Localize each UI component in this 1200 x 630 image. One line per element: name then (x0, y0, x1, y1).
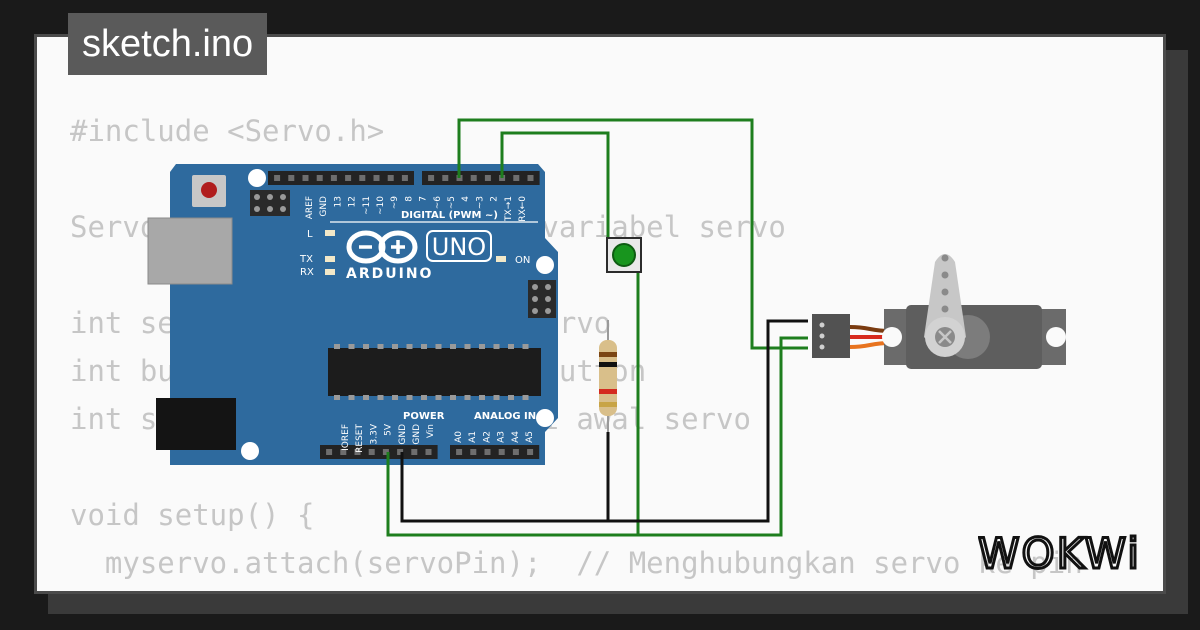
wires (386, 118, 808, 537)
pin-label: 7 (419, 196, 429, 202)
power-pin-labels: IOREF RESET 3.3V 5V GND GND Vin (341, 423, 436, 453)
led-label-l: L (307, 229, 313, 240)
pin-label: 13 (333, 196, 343, 207)
wire-5v-to-servo[interactable] (386, 336, 808, 537)
pin-label: 8 (404, 196, 414, 202)
servo-motor[interactable] (812, 254, 1066, 369)
pin-label: ~3 (475, 196, 485, 209)
power-header (320, 445, 438, 459)
resistor-band (599, 352, 617, 357)
arduino-logo (346, 230, 418, 264)
pin-label: GND (319, 196, 329, 217)
pin-label: 3.3V (369, 423, 379, 444)
power-header-label: POWER (403, 411, 445, 422)
servo-mount-hole (1046, 327, 1066, 347)
led-label-rx: RX (300, 267, 314, 278)
pin-label: 4 (461, 196, 471, 202)
reset-button-cap (201, 182, 217, 198)
pin-label: 2 (490, 196, 500, 202)
pin-label: A2 (482, 431, 492, 443)
pin-label: ~5 (447, 196, 457, 209)
icsp-header-2 (528, 280, 556, 318)
pin-label: A1 (468, 431, 478, 443)
pin-label: ~11 (362, 196, 372, 215)
wokwi-logo: WOKWi (978, 528, 1141, 580)
pin-label: IOREF (341, 424, 351, 451)
file-tab[interactable]: sketch.ino (68, 13, 268, 75)
mounting-hole (536, 409, 554, 427)
digital-header-label: DIGITAL (PWM ~) (401, 210, 498, 221)
svg-text:WOKWi: WOKWi (978, 529, 1141, 578)
resistor-body (599, 340, 617, 416)
digital-header-right (422, 171, 540, 185)
servo-mount-hole (882, 327, 902, 347)
pin-label: 5V (384, 423, 394, 436)
pin-label: A4 (511, 431, 521, 443)
pin-label: GND (398, 424, 408, 445)
code-line: void setup() { (70, 498, 315, 532)
led-l (325, 230, 335, 236)
push-button[interactable] (606, 237, 642, 273)
led-label-on: ON (515, 255, 530, 266)
uno-badge (426, 230, 492, 262)
led-on (496, 256, 506, 262)
pin-label: A3 (497, 431, 507, 443)
pin-label: GND (412, 424, 422, 445)
board-brand: ARDUINO (346, 266, 433, 282)
analog-header-label: ANALOG IN (474, 411, 536, 422)
push-button-cap[interactable] (612, 243, 636, 267)
mounting-hole (248, 169, 266, 187)
code-line: myservo.attach(servoPin); // Menghubungk… (70, 546, 1083, 580)
resistor[interactable] (599, 320, 617, 432)
mounting-hole (241, 442, 259, 460)
wire-signal-d5-to-servo[interactable] (457, 118, 808, 350)
pin-label: ~10 (376, 196, 386, 215)
resistor-band (599, 402, 617, 407)
pin-label: ~6 (433, 196, 443, 210)
power-jack (156, 398, 236, 450)
atmega-chip (328, 344, 541, 400)
resistor-band (599, 389, 617, 394)
icsp-header-1 (250, 190, 290, 216)
analog-header (450, 445, 540, 459)
pin-label: 12 (348, 196, 358, 207)
led-tx (325, 256, 335, 262)
analog-pin-labels: A0 A1 A2 A3 A4 A5 (454, 431, 535, 443)
servo-connector (812, 314, 850, 358)
pin-label: Vin (426, 424, 436, 438)
pin-label: A0 (454, 431, 464, 443)
board-model: UNO (432, 233, 486, 261)
code-line: #include <Servo.h> (70, 114, 385, 148)
pin-label: RX←0 (518, 196, 528, 222)
pin-label: TX→1 (504, 196, 514, 222)
pin-label: RESET (355, 424, 365, 453)
mounting-hole (536, 256, 554, 274)
pin-label: A5 (525, 431, 535, 443)
pin-label: AREF (305, 196, 315, 219)
resistor-band (599, 362, 617, 367)
led-label-tx: TX (299, 254, 313, 265)
wire-d2-to-button[interactable] (500, 131, 610, 258)
wire-gnd-to-servo[interactable] (400, 319, 808, 523)
digital-header-left (268, 171, 414, 185)
pin-label: ~9 (390, 196, 400, 210)
led-rx (325, 269, 335, 275)
usb-port (147, 217, 233, 285)
